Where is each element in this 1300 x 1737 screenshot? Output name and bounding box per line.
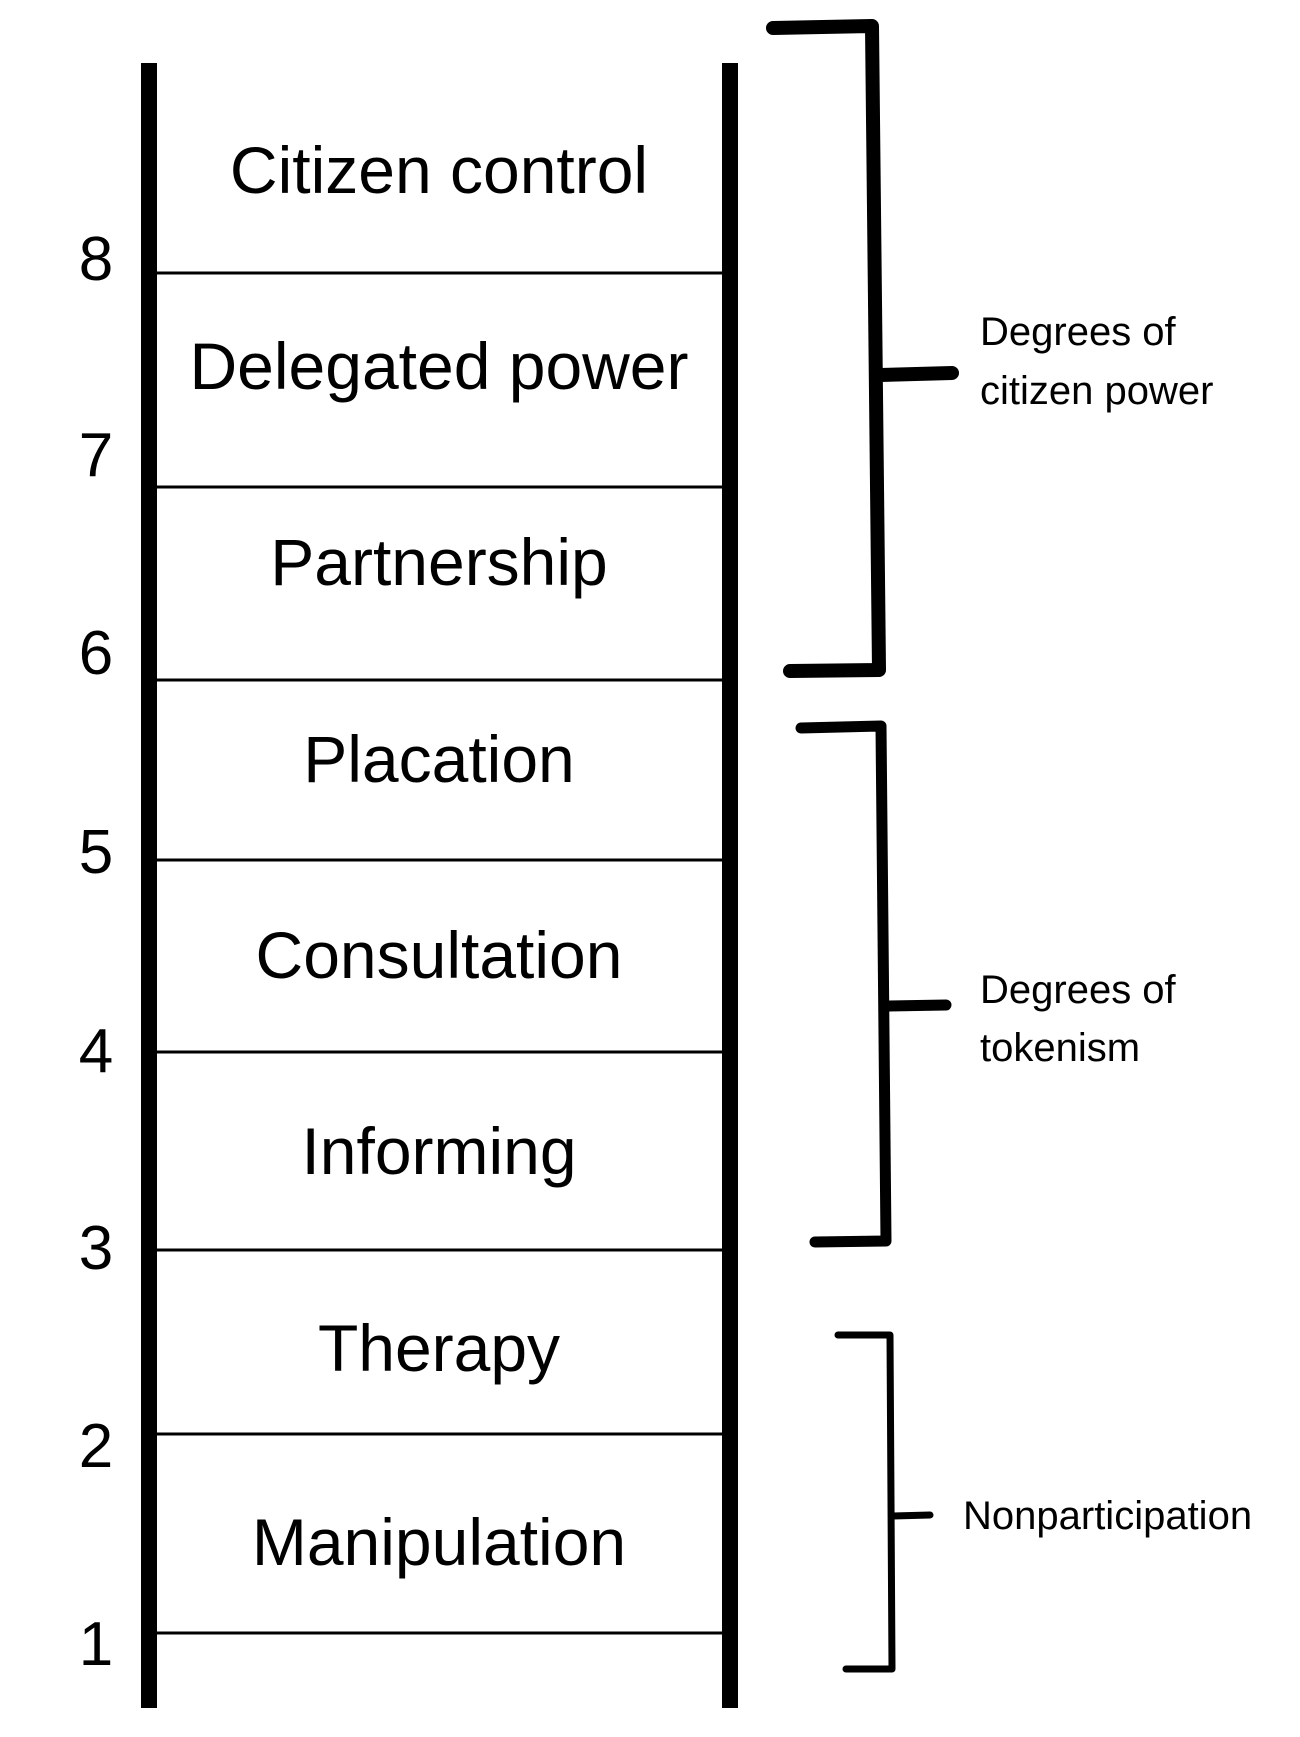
group-label-nonparticipation: Nonparticipation [963, 1494, 1252, 1538]
rung-label-3: Informing [301, 1114, 576, 1188]
rung-number-7: 7 [79, 421, 113, 490]
left-rail [141, 63, 157, 1708]
bracket-nonparticipation [834, 1331, 934, 1673]
rung-number-6: 6 [79, 619, 113, 688]
rung-number-4: 4 [79, 1017, 113, 1086]
rung-label-4: Consultation [256, 918, 623, 992]
right-rail [722, 63, 738, 1708]
bracket-citizen-power [766, 19, 959, 678]
group-label-citizen-power-line1: Degrees of [980, 310, 1177, 354]
rung-label-7: Delegated power [190, 329, 689, 403]
rung-number-2: 2 [79, 1412, 113, 1481]
rung-number-3: 3 [79, 1214, 113, 1283]
rung-number-5: 5 [79, 818, 113, 887]
rung-label-1: Manipulation [252, 1505, 626, 1579]
group-label-tokenism-line1: Degrees of [980, 968, 1177, 1012]
group-label-citizen-power-line2: citizen power [980, 369, 1213, 413]
rung-label-6: Partnership [270, 525, 608, 599]
rung-number-8: 8 [79, 225, 113, 294]
group-label-tokenism-line2: tokenism [980, 1026, 1140, 1070]
rung-label-2: Therapy [318, 1311, 560, 1385]
rung-label-5: Placation [303, 722, 575, 796]
rung-lines [157, 271, 722, 1635]
rung-number-1: 1 [79, 1610, 113, 1679]
bracket-tokenism [795, 720, 952, 1248]
rung-label-8: Citizen control [230, 133, 648, 207]
